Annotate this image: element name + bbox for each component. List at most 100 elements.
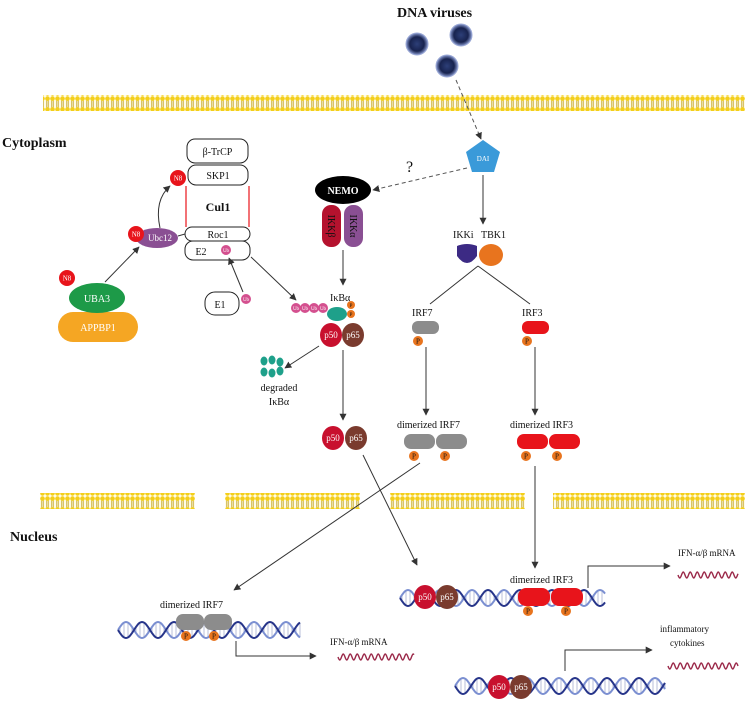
phospho-badge: [347, 310, 355, 318]
p50: [322, 426, 344, 450]
phospho-label: P: [564, 608, 568, 616]
dimerized-irf3-label: dimerized IRF3: [510, 420, 573, 431]
irf3-transcription-arrow: [587, 562, 671, 588]
nemo-label: NEMO: [327, 186, 358, 197]
degraded-ikba-fragment: [260, 356, 268, 366]
cytokine-mrna-strand: [667, 662, 739, 670]
phospho-label: P: [526, 608, 530, 616]
nuclear-membrane-segment: [225, 493, 360, 509]
p65: [345, 426, 367, 450]
nedd8-label: N8: [174, 175, 183, 183]
p50: [488, 675, 510, 699]
ubiquitin-label: Ub: [293, 307, 300, 312]
ikk-alpha: [344, 205, 363, 247]
phospho-badge: [209, 631, 219, 641]
e2-label: E2: [195, 247, 206, 258]
e2-to-ikba-arrow: [250, 256, 297, 301]
nedd8-label: N8: [63, 275, 72, 283]
nuclear-membrane-segment: [553, 493, 745, 509]
irf3-label: IRF3: [522, 308, 543, 319]
irf3-dimer-unit: [517, 434, 548, 449]
irf3-dimer-unit: [518, 588, 550, 606]
e1-label: E1: [214, 300, 225, 311]
phospho-label: P: [555, 453, 559, 461]
dna-viruses-label: DNA viruses: [397, 6, 473, 21]
nfkb-transcription-arrow: [564, 646, 653, 671]
p50-label: p50: [326, 433, 340, 443]
ifn-mrna-label: IFN-α/β mRNA: [678, 548, 736, 558]
cytokines-label: cytokines: [670, 638, 705, 648]
irf7-dimer-unit: [204, 614, 232, 630]
nedd8-badge: [170, 170, 186, 186]
phospho-badge: [347, 301, 355, 309]
ikk-beta: [322, 205, 341, 247]
ubiquitin-label: Ub: [243, 298, 250, 303]
irf7-label: IRF7: [412, 308, 433, 319]
ifn-mrna-strand: [677, 571, 739, 579]
tbk1: [479, 244, 503, 266]
phospho-label: P: [350, 313, 353, 318]
phospho-badge: [413, 336, 423, 346]
uba3-to-ubc12-arrow: [104, 246, 140, 283]
ifn-mrna-strand: [337, 653, 415, 661]
irf7-translocation-arrow: [233, 462, 421, 591]
degraded-ikba-label: degraded: [261, 383, 298, 394]
nuclear-membrane-segment: [40, 493, 195, 509]
nuclear-membrane-segment: [390, 493, 525, 509]
ubiquitin: [318, 303, 328, 313]
ubiquitin: [291, 303, 301, 313]
phospho-label: P: [524, 453, 528, 461]
p50-label: p50: [324, 330, 338, 340]
phospho-label: P: [184, 633, 188, 641]
ubiquitin-label: Ub: [223, 249, 230, 254]
ubiquitin: [300, 303, 310, 313]
p50-label: p50: [492, 682, 506, 692]
phospho-badge: [523, 606, 533, 616]
cul1-label: Cul1: [206, 200, 231, 214]
btrcp-box: [186, 138, 249, 164]
dimerized-irf7-label: dimerized IRF7: [397, 420, 460, 431]
virus-particle: [449, 23, 473, 47]
cytokines-label: inflammatory: [660, 624, 709, 634]
phospho-label: P: [525, 338, 529, 346]
roc1-label: Roc1: [207, 230, 228, 241]
virus-particle: [435, 54, 459, 78]
ifn-mrna-label: IFN-α/β mRNA: [330, 637, 388, 647]
plasma-membrane: [43, 95, 745, 111]
irf7-dimer-unit: [404, 434, 435, 449]
p65: [342, 323, 364, 347]
degraded-ikba-fragment: [268, 368, 276, 378]
p50: [414, 585, 436, 609]
dna-strand-light: [117, 620, 301, 640]
ubiquitin-label: Ub: [311, 307, 318, 312]
nedd8-badge: [59, 270, 75, 286]
tbk1-label: TBK1: [481, 230, 506, 241]
uba3: [69, 283, 125, 313]
ubc12-to-roc1-line: [177, 233, 186, 237]
p65-label: p65: [514, 682, 528, 692]
degraded-ikba-label: IκBα: [269, 397, 290, 408]
irf7: [412, 321, 439, 334]
nucleus-label: Nucleus: [10, 530, 58, 545]
unknown-link-label: ?: [406, 159, 413, 176]
virus-particle: [405, 32, 429, 56]
irf7-dimer-unit: [436, 434, 467, 449]
nedd8-label: N8: [132, 231, 141, 239]
btrcp-label: β-TrCP: [203, 147, 233, 158]
ubiquitin: [309, 303, 319, 313]
dai-label: DAI: [477, 155, 490, 163]
ubc12-to-cul1-nedd8-arrow: [157, 185, 171, 229]
tbk1-to-irf7-line: [429, 265, 479, 305]
p65-label: p65: [349, 433, 363, 443]
irf3-dimer-unit: [551, 588, 583, 606]
p65-label: p65: [440, 592, 454, 602]
degraded-ikba-fragment: [260, 367, 268, 377]
ubc12-label: Ubc12: [148, 233, 172, 243]
phospho-label: P: [443, 453, 447, 461]
e2-box: [184, 240, 251, 261]
ikki: [457, 244, 477, 263]
dna-helix-nfkb: [454, 676, 666, 696]
phospho-badge: [409, 451, 419, 461]
ubiquitin-label: Ub: [302, 307, 309, 312]
nuclear-dimerized-irf7-label: dimerized IRF7: [160, 600, 223, 611]
